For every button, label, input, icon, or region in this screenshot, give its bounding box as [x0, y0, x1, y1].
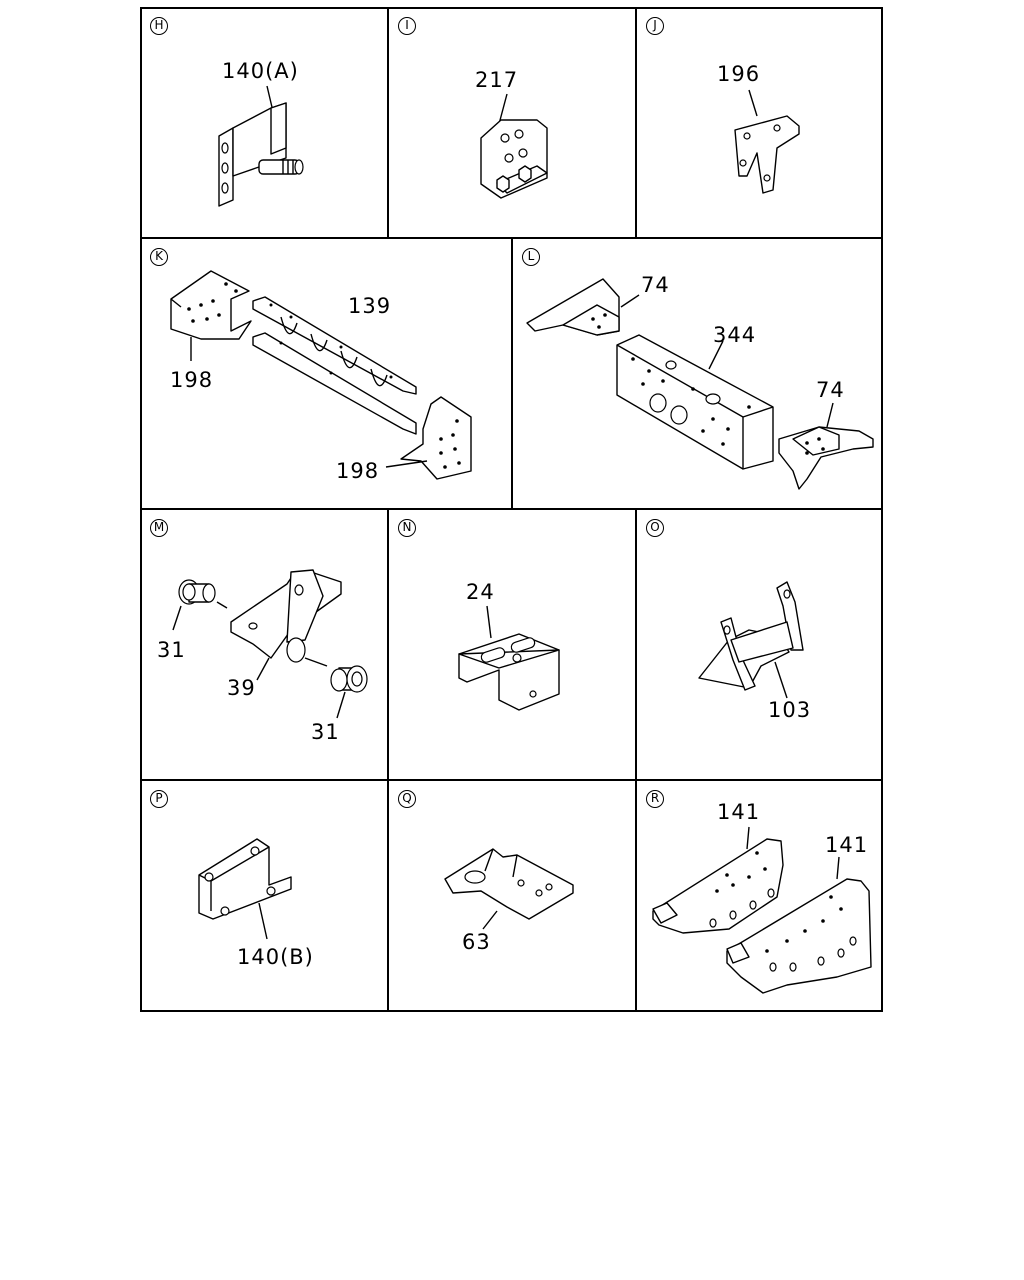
grid-line [511, 238, 513, 509]
part-label: 139 [348, 294, 392, 318]
panel-marker: H [150, 17, 168, 35]
panel-n: N 24 [389, 510, 635, 779]
bracket-drawing [458, 605, 560, 711]
grid-line [140, 508, 883, 510]
panel-marker: M [150, 519, 168, 537]
panel-marker: I [398, 17, 416, 35]
part-label: 344 [713, 323, 757, 347]
bracket-drawing [734, 89, 800, 194]
part-label: 31 [157, 638, 186, 662]
panel-k: K 139 198 198 [141, 239, 511, 508]
panel-marker: N [398, 519, 416, 537]
crossmember-drawing [170, 270, 472, 480]
grid-line [387, 7, 389, 238]
panel-marker: K [150, 248, 168, 266]
panel-marker: P [150, 790, 168, 808]
part-label: 196 [717, 62, 761, 86]
spring-hanger-drawing [172, 569, 368, 719]
panel-q: Q 63 [389, 781, 635, 1010]
part-label: 198 [336, 459, 380, 483]
grid-line [635, 7, 637, 238]
panel-marker: O [646, 519, 664, 537]
part-label: 140(B) [237, 945, 314, 969]
part-label: 103 [768, 698, 812, 722]
panel-marker: R [646, 790, 664, 808]
bracket-drawing [480, 93, 548, 199]
part-label: 31 [311, 720, 340, 744]
part-label: 74 [816, 378, 845, 402]
panel-h: H 140(A) [141, 8, 387, 237]
bracket-drawing [444, 848, 574, 930]
part-label: 39 [227, 676, 256, 700]
part-label: 141 [825, 833, 869, 857]
bracket-drawing [698, 581, 804, 699]
panel-marker: L [522, 248, 540, 266]
bracket-drawing [652, 826, 872, 994]
part-label: 198 [170, 368, 214, 392]
panel-marker: Q [398, 790, 416, 808]
part-label: 24 [466, 580, 495, 604]
panel-marker: J [646, 17, 664, 35]
bracket-drawing [198, 838, 292, 940]
grid-line [387, 509, 389, 1012]
panel-o: O 103 [637, 510, 883, 779]
crossmember-drawing [526, 278, 874, 490]
panel-r: R 141 141 [637, 781, 883, 1010]
panel-i: I 217 [389, 8, 635, 237]
bracket-drawing [218, 85, 304, 207]
panel-m: M 31 39 31 [141, 510, 387, 779]
part-label: 140(A) [222, 59, 299, 83]
panel-j: J 196 [637, 8, 883, 237]
grid-line [140, 779, 883, 781]
grid-line [635, 509, 637, 1012]
part-label: 63 [462, 930, 491, 954]
part-label: 141 [717, 800, 761, 824]
panel-l: L 74 344 74 [513, 239, 883, 508]
part-label: 217 [475, 68, 519, 92]
panel-p: P 140(B) [141, 781, 387, 1010]
part-label: 74 [641, 273, 670, 297]
